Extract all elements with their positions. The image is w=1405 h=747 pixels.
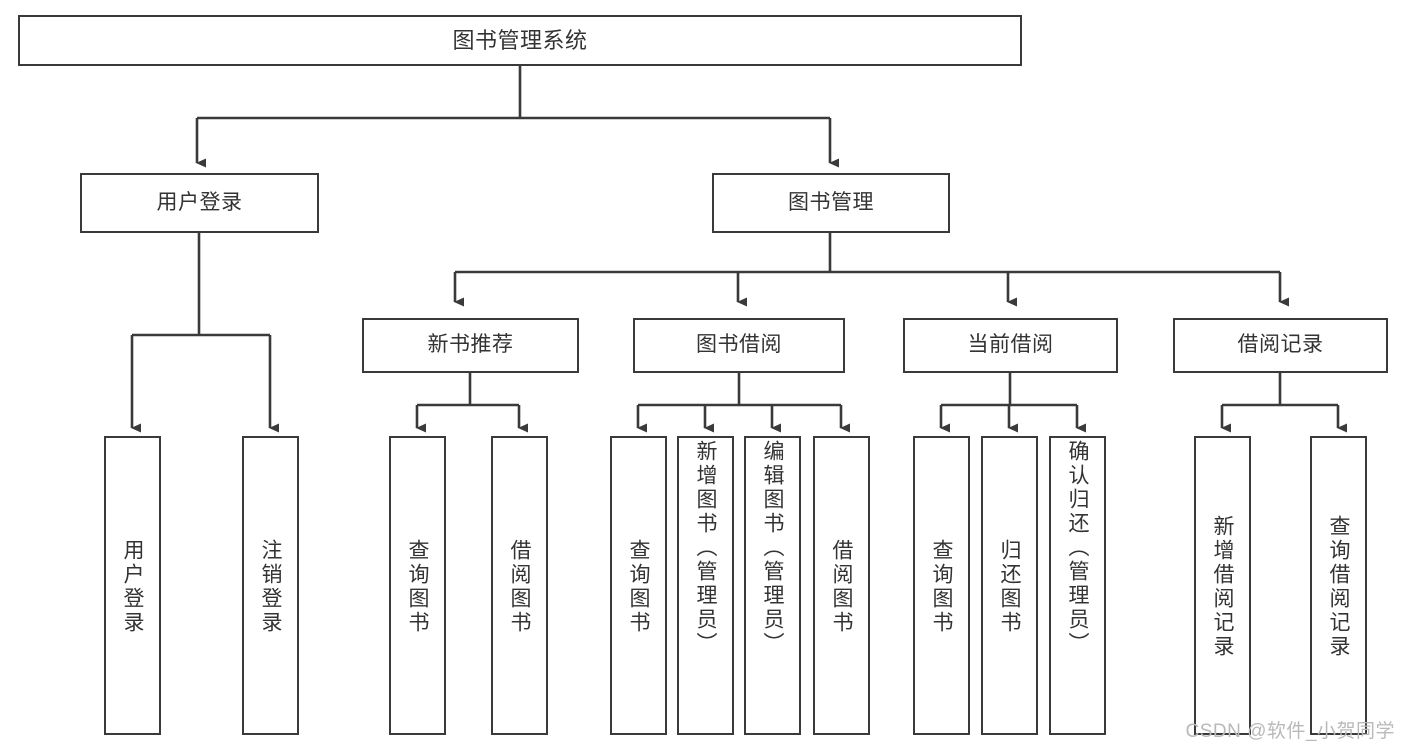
leaf-label: 查询图书: [930, 538, 953, 635]
node-new-book-recommend[interactable]: 新书推荐: [362, 318, 579, 373]
leaf-return-book[interactable]: 归还图书: [981, 436, 1038, 735]
leaf-confirm-return-admin[interactable]: 确认归还（管理员）: [1049, 436, 1106, 735]
leaf-query-book-recommend[interactable]: 查询图书: [389, 436, 446, 735]
leaf-add-book-admin[interactable]: 新增图书（管理员）: [677, 436, 734, 735]
leaf-add-borrow-record[interactable]: 新增借阅记录: [1194, 436, 1251, 735]
leaf-label: 查询借阅记录: [1327, 514, 1350, 659]
node-label: 图书借阅: [696, 333, 782, 357]
leaf-label: 编辑图书（管理员）: [761, 440, 784, 656]
watermark: CSDN @软件_小贺同学: [1185, 721, 1395, 742]
node-label: 当前借阅: [967, 333, 1054, 357]
leaf-label: 用户登录: [121, 538, 144, 635]
node-label: 新书推荐: [427, 333, 514, 357]
node-root-system[interactable]: 图书管理系统: [18, 15, 1022, 66]
leaf-label: 新增图书（管理员）: [694, 440, 717, 656]
leaf-label: 归还图书: [998, 538, 1021, 635]
node-label: 图书管理: [788, 190, 874, 214]
leaf-label: 查询图书: [627, 538, 650, 635]
node-book-borrow[interactable]: 图书借阅: [633, 318, 845, 373]
leaf-logout[interactable]: 注销登录: [242, 436, 299, 735]
leaf-edit-book-admin[interactable]: 编辑图书（管理员）: [744, 436, 801, 735]
leaf-user-login[interactable]: 用户登录: [104, 436, 161, 735]
leaf-query-book-borrow[interactable]: 查询图书: [610, 436, 667, 735]
node-label: 图书管理系统: [452, 27, 588, 53]
node-current-borrow[interactable]: 当前借阅: [903, 318, 1118, 373]
leaf-label: 借阅图书: [508, 538, 531, 635]
leaf-label: 查询图书: [406, 538, 429, 635]
leaf-query-book-current[interactable]: 查询图书: [913, 436, 970, 735]
leaf-label: 确认归还（管理员）: [1066, 440, 1089, 656]
leaf-query-borrow-record[interactable]: 查询借阅记录: [1310, 436, 1367, 735]
node-label: 用户登录: [156, 190, 243, 214]
node-user-login[interactable]: 用户登录: [80, 173, 319, 233]
node-label: 借阅记录: [1237, 333, 1324, 357]
leaf-label: 注销登录: [259, 538, 282, 635]
leaf-label: 新增借阅记录: [1211, 514, 1234, 659]
node-borrow-record[interactable]: 借阅记录: [1173, 318, 1388, 373]
node-book-management[interactable]: 图书管理: [712, 173, 950, 233]
leaf-label: 借阅图书: [830, 538, 853, 635]
leaf-borrow-book[interactable]: 借阅图书: [813, 436, 870, 735]
leaf-borrow-book-recommend[interactable]: 借阅图书: [491, 436, 548, 735]
